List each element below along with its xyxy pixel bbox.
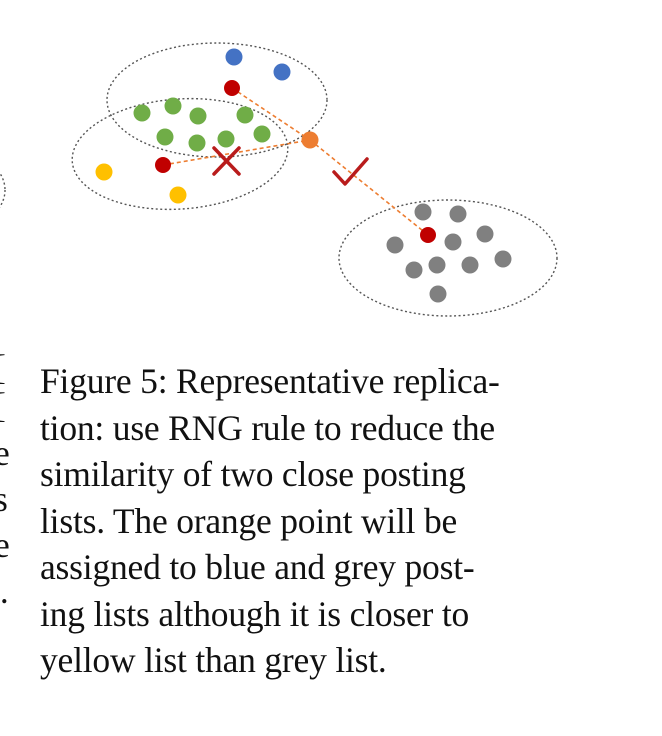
green-point (133, 104, 151, 122)
grey-point (386, 236, 404, 254)
grey-point (429, 285, 447, 303)
rng-replication-diagram (0, 42, 558, 317)
grey-point (494, 250, 512, 268)
clipped-glyph: s (0, 479, 8, 519)
caption-line: yellow list than grey list. (40, 640, 387, 680)
red-centroid-blue-list (224, 80, 240, 96)
posting-list-ellipse-left-partial (0, 172, 6, 208)
clipped-glyph: ). (0, 571, 9, 611)
cross-mark-icon (212, 146, 241, 176)
clipped-glyph: [ (0, 382, 6, 429)
figure-caption: Figure 5: Representative replica- tion: … (40, 358, 600, 684)
clipped-glyph: e (0, 433, 10, 473)
grey-point (444, 233, 462, 251)
green-point (188, 134, 206, 152)
grey-point (476, 225, 494, 243)
green-point (164, 97, 182, 115)
posting-list-ellipse-blue (106, 42, 328, 158)
red-centroid-yellow-list (155, 157, 171, 173)
grey-point (405, 261, 423, 279)
green-point (236, 106, 254, 124)
connection-line-to-grey-centroid (309, 139, 429, 236)
posting-list-ellipse-grey (338, 199, 558, 317)
caption-line: Figure 5: Representative replica- (40, 361, 500, 401)
green-point (156, 128, 174, 146)
caption-line: tion: use RNG rule to reduce the (40, 407, 495, 448)
red-centroid-grey-list (420, 227, 436, 243)
grey-point (449, 205, 467, 223)
caption-line: assigned to blue and grey post- (40, 547, 475, 587)
blue-point (273, 63, 291, 81)
blue-point (225, 48, 243, 66)
connection-line-to-blue-centroid (231, 87, 311, 141)
clipped-glyph: e (0, 525, 10, 565)
green-point (189, 107, 207, 125)
check-mark-icon (332, 157, 369, 186)
caption-line: lists. The orange point will be (40, 500, 458, 541)
yellow-point (95, 163, 113, 181)
green-point (217, 130, 235, 148)
left-column-clipped-text: [ [ e s e ). (0, 0, 40, 736)
caption-line: similarity of two close posting (40, 454, 466, 494)
green-point (253, 125, 271, 143)
grey-point (428, 256, 446, 274)
yellow-point (169, 186, 187, 204)
grey-point (414, 203, 432, 221)
clipped-glyph: [ (0, 344, 6, 391)
orange-point (301, 131, 319, 149)
connection-line-to-yellow-centroid (162, 139, 311, 166)
caption-line: ing lists although it is closer to (40, 593, 470, 634)
grey-point (461, 256, 479, 274)
